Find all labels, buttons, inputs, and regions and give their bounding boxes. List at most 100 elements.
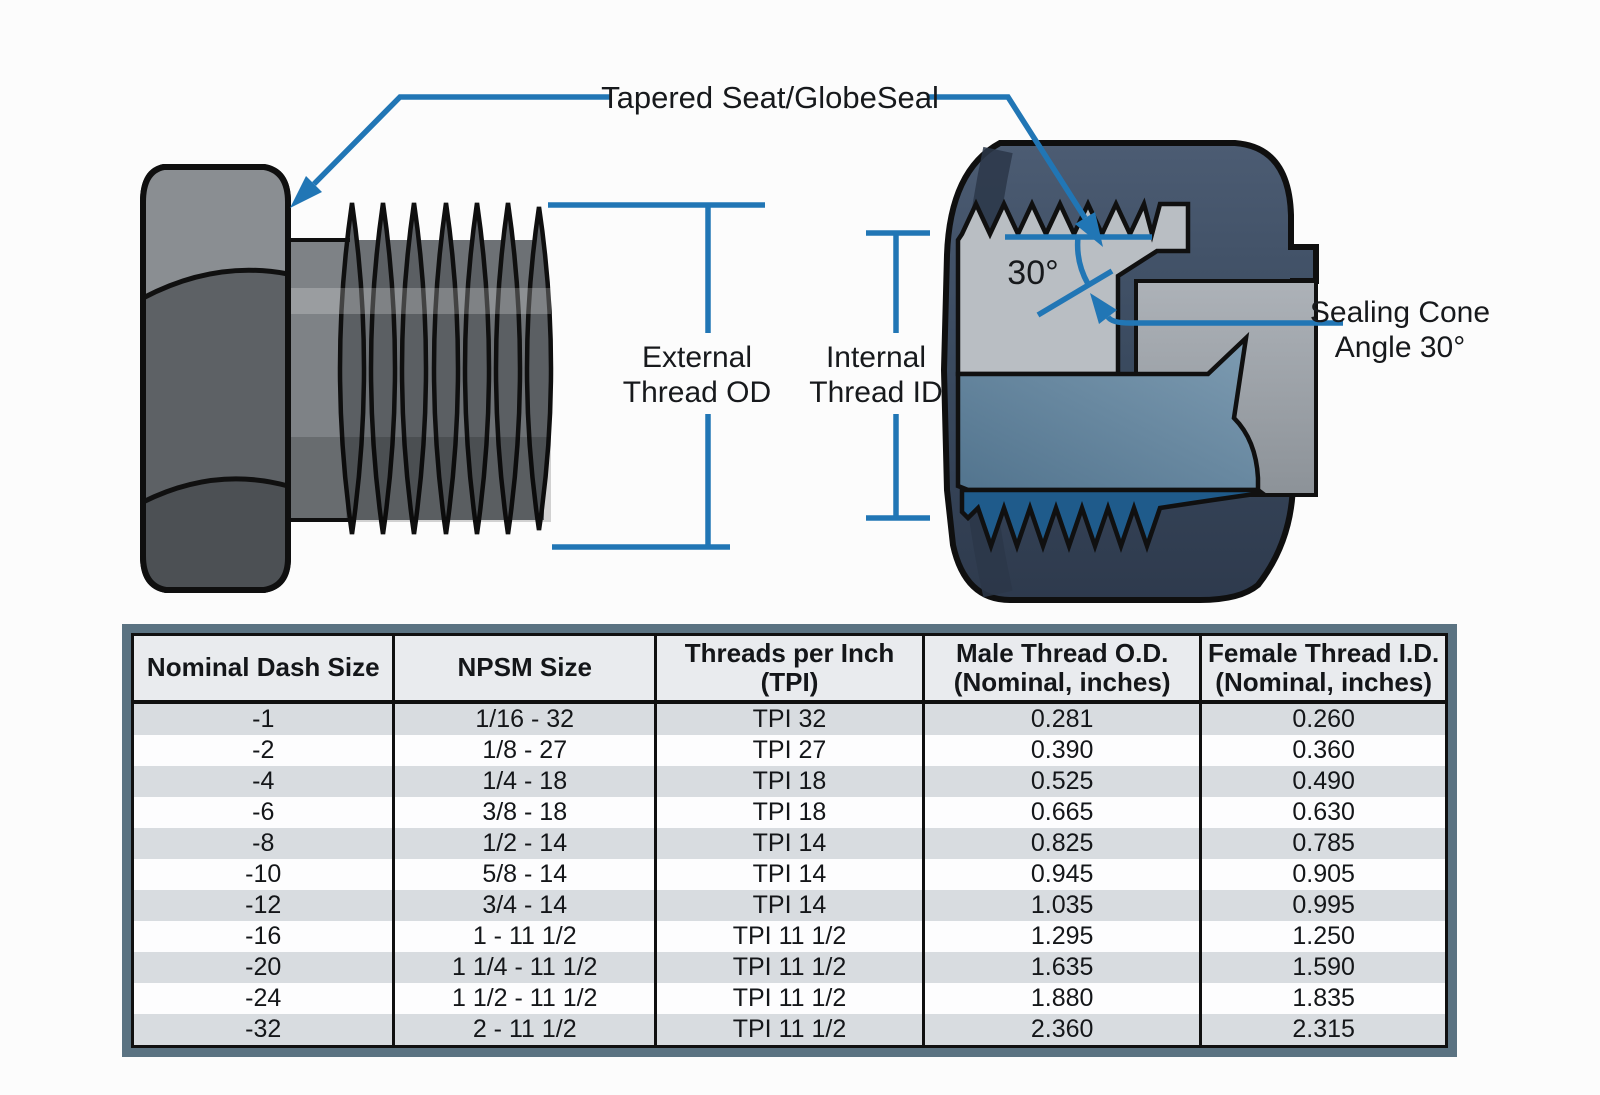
label-external-od-line2: Thread OD (623, 376, 771, 409)
table-cell: 0.360 (1199, 735, 1448, 766)
table-cell: TPI 14 (653, 859, 926, 890)
label-internal-id-line2: Thread ID (809, 376, 942, 409)
table-cell: 0.905 (1199, 859, 1448, 890)
highlight-band (289, 288, 551, 314)
table-row: -32 2 - 11 1/2 TPI 11 1/2 2.360 2.315 (130, 1014, 1448, 1047)
table-cell: -20 (130, 952, 396, 983)
table-cell: 1/2 - 14 (392, 828, 657, 859)
neck-edges (288, 238, 350, 522)
header-row: Nominal Dash Size NPSM Size Threads per … (130, 633, 1448, 704)
table-row: -4 1/4 - 18 TPI 18 0.525 0.490 (130, 766, 1448, 797)
col-header-dash-size: Nominal Dash Size (130, 633, 396, 704)
label-external-od-line1: External (642, 341, 752, 374)
thread-diagram: Tapered Seat/GlobeSeal External Thread O… (140, 80, 1490, 603)
table-cell: TPI 11 1/2 (653, 921, 926, 952)
table-cell: 1/8 - 27 (392, 735, 657, 766)
table-row: -6 3/8 - 18 TPI 18 0.665 0.630 (130, 797, 1448, 828)
hex-facet-line-lower (141, 476, 289, 505)
table-cell: 1 - 11 1/2 (392, 921, 657, 952)
hex-facet-top (143, 167, 288, 298)
table-cell: 3/4 - 14 (392, 890, 657, 921)
table-row: -8 1/2 - 14 TPI 14 0.825 0.785 (130, 828, 1448, 859)
table-cell: 1/4 - 18 (392, 766, 657, 797)
table-cell: 1.880 (922, 983, 1203, 1014)
col-header-tpi: Threads per Inch (TPI) (653, 633, 926, 704)
table-row: -20 1 1/4 - 11 1/2 TPI 11 1/2 1.635 1.59… (130, 952, 1448, 983)
female-fitting-illustration (940, 140, 1319, 603)
table-cell: 0.281 (922, 702, 1203, 735)
table-cell: -24 (130, 983, 396, 1014)
table-cell: 1 1/4 - 11 1/2 (392, 952, 657, 983)
table-cell: 1.635 (922, 952, 1203, 983)
dimension-external-od (548, 202, 765, 550)
annotations (312, 94, 1343, 550)
table-cell: TPI 18 (653, 766, 926, 797)
table-cell: 0.995 (1199, 890, 1448, 921)
table-cell: TPI 32 (653, 702, 926, 735)
table-cell: TPI 14 (653, 828, 926, 859)
table-cell: 1 1/2 - 11 1/2 (392, 983, 657, 1014)
table-cell: 0.825 (922, 828, 1203, 859)
table-cell: TPI 14 (653, 890, 926, 921)
shadow-band (289, 437, 551, 522)
arrowhead-tapered-right (1075, 212, 1103, 247)
hex-facet-bottom (143, 478, 288, 590)
table-cell: -16 (130, 921, 396, 952)
table-row: -1 1/16 - 32 TPI 32 0.281 0.260 (130, 702, 1448, 735)
table-cell: 0.490 (1199, 766, 1448, 797)
table-row: -24 1 1/2 - 11 1/2 TPI 11 1/2 1.880 1.83… (130, 983, 1448, 1014)
table-cell: TPI 27 (653, 735, 926, 766)
table-cell: 2.360 (922, 1014, 1203, 1047)
col-header-male-od: Male Thread O.D. (Nominal, inches) (922, 633, 1203, 704)
table-cell: 0.945 (922, 859, 1203, 890)
table-cell: -8 (130, 828, 396, 859)
annotation-arrowheads (290, 176, 1117, 324)
arrowhead-tapered-left (290, 176, 322, 208)
table-cell: -4 (130, 766, 396, 797)
table-row: -2 1/8 - 27 TPI 27 0.390 0.360 (130, 735, 1448, 766)
table-cell: 0.390 (922, 735, 1203, 766)
hex-outline (140, 164, 291, 593)
label-cone-angle-30: 30° (1007, 254, 1058, 292)
label-internal-id-line1: Internal (826, 341, 926, 374)
col-header-female-id: Female Thread I.D. (Nominal, inches) (1199, 633, 1448, 704)
tapered-seat-leader-left (312, 94, 612, 186)
label-sealing-cone-line2: Angle 30° (1335, 331, 1465, 364)
tapered-seat-leader-right (928, 94, 1088, 220)
table-cell: 3/8 - 18 (392, 797, 657, 828)
dimension-internal-id (866, 230, 930, 521)
table-cell: 0.525 (922, 766, 1203, 797)
table-cell: 0.630 (1199, 797, 1448, 828)
table-cell: TPI 18 (653, 797, 926, 828)
table-cell: -12 (130, 890, 396, 921)
table-cell: 2 - 11 1/2 (392, 1014, 657, 1047)
male-fitting-illustration (140, 164, 554, 593)
table-cell: 1.590 (1199, 952, 1448, 983)
npsm-spec-table: Nominal Dash Size NPSM Size Threads per … (130, 633, 1448, 1048)
external-threads (337, 202, 554, 535)
table-cell: -6 (130, 797, 396, 828)
table-cell: TPI 11 1/2 (653, 1014, 926, 1047)
table-cell: 1.035 (922, 890, 1203, 921)
col-header-npsm-size: NPSM Size (392, 633, 657, 704)
table-cell: TPI 11 1/2 (653, 952, 926, 983)
table-row: -12 3/4 - 14 TPI 14 1.035 0.995 (130, 890, 1448, 921)
spec-table-frame: Nominal Dash Size NPSM Size Threads per … (122, 624, 1457, 1057)
label-sealing-cone-line1: Sealing Cone (1310, 296, 1490, 329)
table-cell: 1.250 (1199, 921, 1448, 952)
table-cell: 1/16 - 32 (392, 702, 657, 735)
table-cell: 1.835 (1199, 983, 1448, 1014)
hex-facet-line-upper (141, 267, 289, 301)
arrowhead-sealing-cone (1090, 293, 1117, 324)
table-cell: 2.315 (1199, 1014, 1448, 1047)
table-cell: -10 (130, 859, 396, 890)
table-cell: 0.665 (922, 797, 1203, 828)
table-row: -10 5/8 - 14 TPI 14 0.945 0.905 (130, 859, 1448, 890)
table-row: -16 1 - 11 1/2 TPI 11 1/2 1.295 1.250 (130, 921, 1448, 952)
table-cell: 0.260 (1199, 702, 1448, 735)
table-cell: 0.785 (1199, 828, 1448, 859)
cone-angle-lines (1005, 234, 1152, 318)
table-cell: TPI 11 1/2 (653, 983, 926, 1014)
table-cell: 5/8 - 14 (392, 859, 657, 890)
